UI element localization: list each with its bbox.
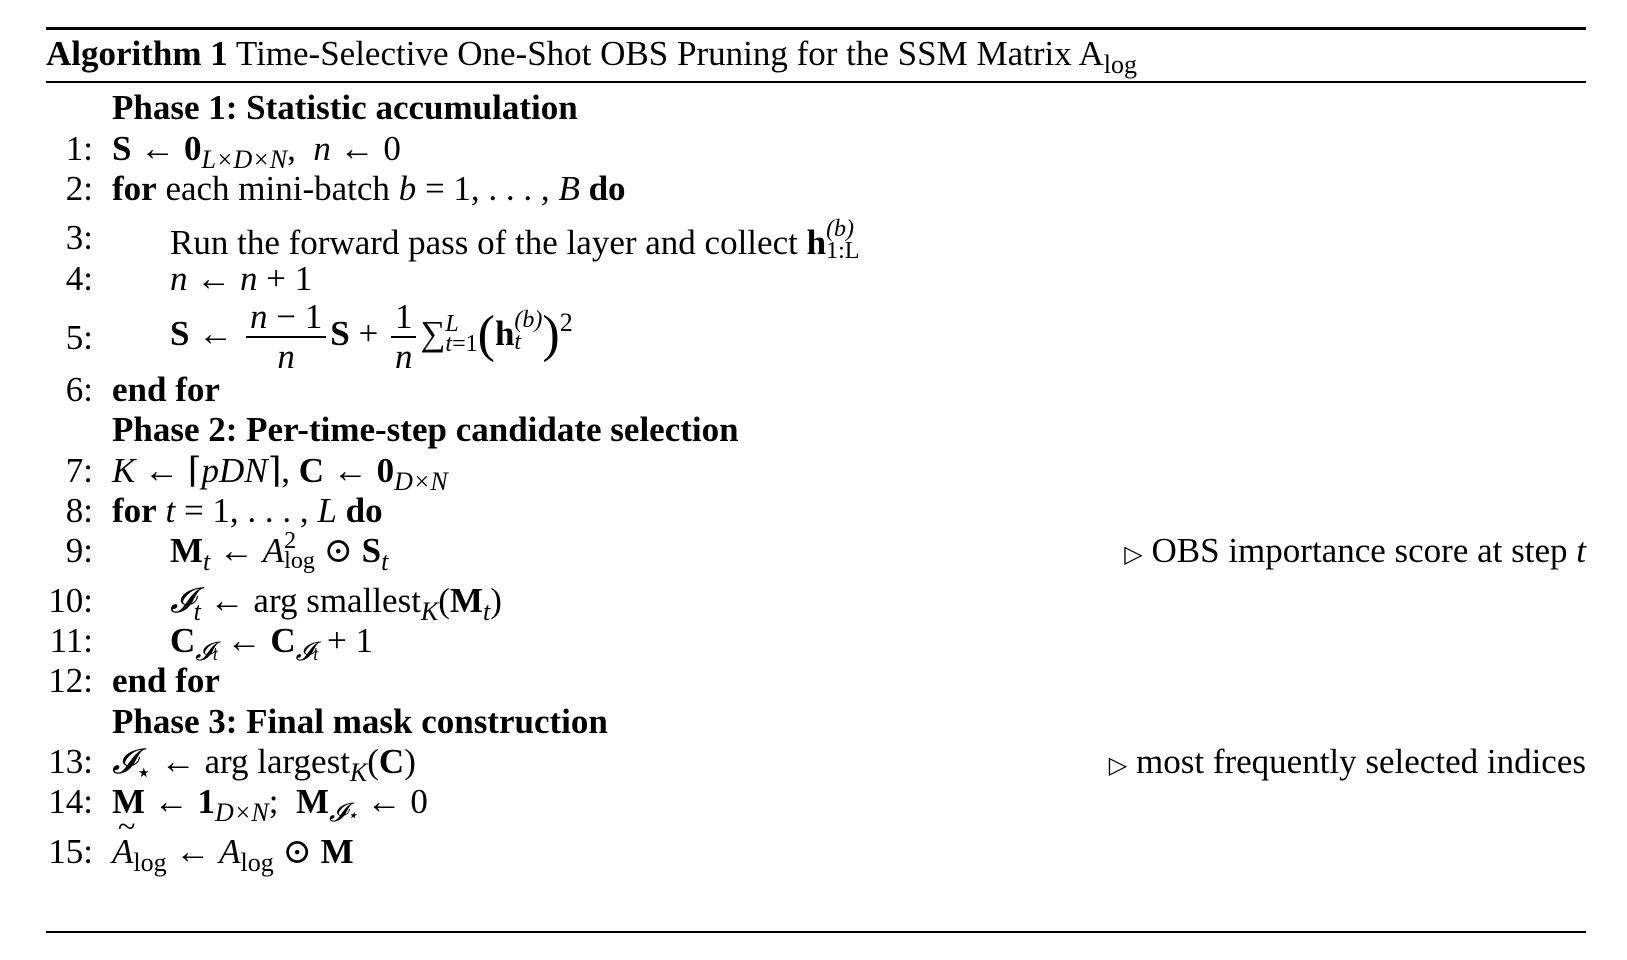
line-content: K ← ⌈pDN⌉, C ← 0D×N [112, 451, 448, 496]
algo-line-2: 2: for each mini-batch b = 1, . . . , B … [0, 169, 1627, 213]
phase-1-label: Phase 1: Statistic accumulation [112, 88, 578, 127]
line-number: 12: [48, 661, 93, 700]
line-number: 4: [65, 259, 93, 298]
bottom-rule [46, 931, 1586, 933]
line-number: 10: [48, 581, 93, 620]
line-number: 5: [65, 318, 93, 357]
algo-line-12: 12: end for [0, 661, 1627, 705]
line-content: end for [112, 370, 220, 409]
line-content: for each mini-batch b = 1, . . . , B do [112, 169, 626, 208]
algo-line-6: 6: end for [0, 370, 1627, 414]
line-number: 2: [65, 169, 93, 208]
algo-line-14: 14: M ← 1D×N; M𝓘⋆ ← 0 [0, 782, 1627, 827]
algorithm-label: Algorithm 1 [46, 34, 228, 73]
line-content: end for [112, 661, 220, 700]
line-content: 𝓘t ← arg smallestK(Mt) [170, 581, 502, 626]
line-content: for t = 1, . . . , L do [112, 491, 383, 530]
algo-line-11: 11: C𝓘t ← C𝓘t + 1 [0, 621, 1627, 666]
algorithm-title: Time-Selective One-Shot OBS Pruning for … [235, 34, 1104, 73]
line-number: 11: [49, 621, 93, 660]
line-number: 13: [48, 742, 93, 781]
algo-line-7: 7: K ← ⌈pDN⌉, C ← 0D×N [0, 451, 1627, 496]
line-number: 9: [65, 531, 93, 570]
algo-line-10: 10: 𝓘t ← arg smallestK(Mt) [0, 581, 1627, 626]
line-content: Alog ← Alog ⊙ M [112, 808, 354, 878]
algo-line-13: 13: 𝓘⋆ ← arg largestK(C) ▷ most frequent… [0, 742, 1627, 787]
phase-3-heading: Phase 3: Final mask construction [0, 702, 1627, 746]
line-content: 𝓘⋆ ← arg largestK(C) [112, 742, 416, 787]
line-number: 15: [48, 832, 93, 871]
algo-line-3: 3: Run the forward pass of the layer and… [0, 216, 1627, 264]
line-number: 6: [65, 370, 93, 409]
line-content: S ← 0L×D×N, n ← 0 [112, 129, 401, 174]
line-9-comment: ▷ OBS importance score at step t [1124, 531, 1586, 570]
line-number: 1: [65, 129, 93, 168]
algo-line-8: 8: for t = 1, . . . , L do [0, 491, 1627, 535]
algo-line-15: 15: Alog ← Alog ⊙ M [0, 808, 1627, 878]
line-number: 7: [65, 451, 93, 490]
line-content: C𝓘t ← C𝓘t + 1 [170, 621, 373, 666]
phase-3-label: Phase 3: Final mask construction [112, 702, 608, 741]
algo-line-1: 1: S ← 0L×D×N, n ← 0 [0, 129, 1627, 174]
phase-1-heading: Phase 1: Statistic accumulation [0, 88, 1627, 132]
phase-2-label: Phase 2: Per-time-step candidate selecti… [112, 410, 739, 449]
line-content: Run the forward pass of the layer and co… [170, 216, 860, 264]
line-content: M ← 1D×N; M𝓘⋆ ← 0 [112, 782, 428, 827]
algorithm-caption: Algorithm 1 Time-Selective One-Shot OBS … [46, 30, 1137, 89]
algorithm-title-sub: log [1103, 50, 1138, 79]
line-13-comment: ▷ most frequently selected indices [1108, 742, 1586, 781]
caption-rule [46, 81, 1586, 83]
line-number: 8: [65, 491, 93, 530]
phase-2-heading: Phase 2: Per-time-step candidate selecti… [0, 410, 1627, 454]
line-number: 3: [65, 218, 93, 257]
line-number: 14: [48, 782, 93, 821]
algo-line-4: 4: n ← n + 1 [0, 259, 1627, 303]
line-content: n ← n + 1 [170, 259, 313, 298]
top-rule [46, 27, 1586, 30]
